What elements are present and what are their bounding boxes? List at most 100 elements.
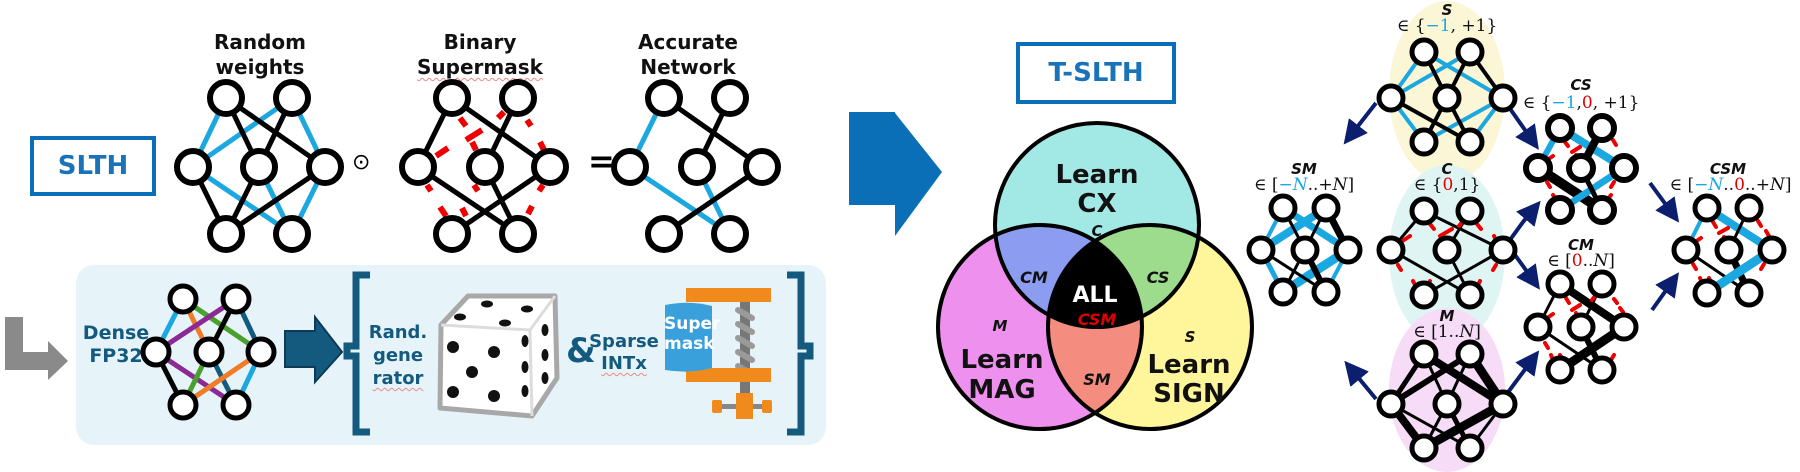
venn-center-line2: CSM <box>1078 310 1117 329</box>
node <box>273 79 311 117</box>
csm-set: ∈ [−N..0..+N] <box>1663 175 1798 195</box>
venn-left-line1: Learn <box>960 345 1043 375</box>
set-prefix: ∈ { <box>1396 16 1426 36</box>
arrow-c-to-cs <box>1505 200 1541 246</box>
cs-network <box>1523 113 1639 225</box>
slth-label: SLTH <box>57 151 129 181</box>
node <box>207 79 245 117</box>
mask-mark <box>471 183 481 193</box>
venn-right-line2: SIGN <box>1153 379 1225 409</box>
accurate-network-title: Accurate Network <box>638 30 738 79</box>
set-part: 0 <box>1442 175 1454 195</box>
set-part: −N <box>1694 175 1724 195</box>
set-part: 0 <box>1571 251 1583 271</box>
set-prefix: ∈ { <box>1413 175 1443 195</box>
set-part: N <box>1332 175 1348 195</box>
set-part: , +1} <box>1450 16 1498 36</box>
supermask-label: Super mask <box>664 314 721 354</box>
set-part: ..+ <box>1307 175 1333 195</box>
c-set: ∈ {0,1} <box>1397 175 1497 195</box>
dense-fp32-label: Dense FP32 <box>82 322 150 367</box>
set-part: 1.. <box>1437 322 1460 342</box>
mask-mark <box>469 140 479 152</box>
node <box>207 215 245 253</box>
set-part: ] <box>1608 251 1615 271</box>
m-name: M <box>1439 307 1455 325</box>
mask-mark <box>524 118 534 128</box>
arrow-cs-to-csm <box>1648 181 1680 223</box>
set-part: ,1} <box>1453 175 1481 195</box>
set-part: N <box>1459 322 1475 342</box>
mask-mark <box>459 206 469 218</box>
s-name: S <box>1441 1 1453 19</box>
set-part: −N <box>1278 175 1308 195</box>
random-weights-title: Random weights <box>213 30 307 79</box>
edge <box>223 164 328 237</box>
set-part: ] <box>1474 322 1481 342</box>
venn-top-line1: Learn <box>1055 160 1138 190</box>
arrow-cm-to-csm <box>1650 272 1679 312</box>
venn-right-line1: Learn <box>1147 350 1230 380</box>
set-part: −1 <box>1551 93 1577 113</box>
mask-mark <box>525 204 535 216</box>
mask-mark <box>437 205 449 218</box>
sparse-intx-label: Sparse INTx <box>589 331 659 374</box>
node <box>306 148 344 186</box>
hadamard-operator: ⊙ <box>352 150 371 175</box>
venn-center-region <box>1048 225 1142 327</box>
arrow-m-to-cm <box>1504 350 1540 397</box>
mask-mark <box>457 116 469 128</box>
set-part: −1 <box>1425 16 1451 36</box>
s-set: ∈ {−1, +1} <box>1387 16 1507 36</box>
tslth-label: T-SLTH <box>1048 58 1144 88</box>
venn-cm: CM <box>1020 268 1048 287</box>
csm-name: CSM <box>1709 160 1747 178</box>
node <box>240 148 278 186</box>
arrow-m-to-sm <box>1344 360 1378 401</box>
slth-label-box: SLTH <box>30 136 156 196</box>
equals-operator: = <box>588 142 615 180</box>
set-prefix: ∈ [ <box>1253 175 1279 195</box>
sm-network <box>1246 193 1363 307</box>
mask-mark <box>464 127 484 143</box>
venn-cs: CS <box>1147 268 1170 287</box>
ampersand: & <box>566 331 596 371</box>
venn-right-sub: S <box>1185 328 1196 346</box>
set-prefix: ∈ [ <box>1413 322 1438 342</box>
venn-sm: SM <box>1083 370 1111 389</box>
set-part: , +1} <box>1592 93 1640 113</box>
cm-network <box>1523 269 1639 385</box>
m-set: ∈ [1..N] <box>1397 322 1497 342</box>
set-part: 0 <box>1581 93 1593 113</box>
cm-name: CM <box>1568 236 1594 254</box>
set-prefix: ∈ { <box>1522 93 1552 113</box>
binary-supermask-title: Binary Supermask <box>417 30 543 79</box>
mask-mark <box>424 183 434 193</box>
cs-set: ∈ {−1,0, +1} <box>1516 93 1646 113</box>
cs-name: CS <box>1570 76 1592 94</box>
set-prefix: ∈ [ <box>1669 175 1695 195</box>
venn-top-line2: CX <box>1077 189 1116 219</box>
mask-mark <box>495 109 507 121</box>
csm-network <box>1671 193 1787 308</box>
arrow-s-to-sm <box>1343 101 1378 145</box>
node <box>174 148 212 186</box>
set-part: N <box>1769 175 1785 195</box>
venn-left-line2: MAG <box>968 375 1035 405</box>
cm-set: ∈ [0..N] <box>1531 251 1631 271</box>
m-network <box>1376 339 1518 463</box>
random-generator-label: Rand. gene rator <box>368 322 428 389</box>
tslth-label-box: T-SLTH <box>1016 42 1176 104</box>
set-part: .. <box>1723 175 1735 195</box>
